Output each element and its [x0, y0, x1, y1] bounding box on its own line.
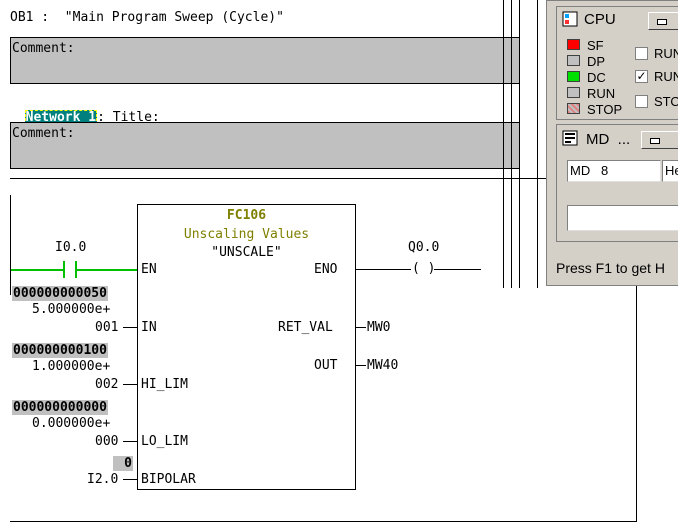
md-minimize-button[interactable] [641, 131, 678, 149]
contact-left-bar[interactable] [63, 261, 65, 278]
md-window-titlebar[interactable]: MD ... [557, 125, 678, 151]
network-comment-label: Comment: [12, 126, 75, 141]
mode-check-run-p-label: RUN [654, 46, 678, 61]
network-comment-box[interactable]: Comment: [10, 122, 520, 169]
minimize-icon [657, 19, 667, 25]
pin-en: EN [141, 262, 157, 277]
cpu-minimize-button[interactable] [648, 12, 678, 30]
wire-ret-val [356, 327, 366, 328]
splitter-line-2 [511, 0, 512, 288]
contact-right-bar[interactable] [75, 261, 77, 278]
function-block-number: FC106 [226, 208, 267, 223]
wire-lo-lim [123, 441, 137, 442]
minimize-icon [650, 138, 660, 144]
pin-eno: ENO [314, 262, 338, 277]
ladder-frame-top [10, 178, 637, 179]
led-run-label: RUN [587, 86, 616, 101]
coil-q0-0[interactable]: ( ) [412, 261, 436, 276]
mode-check-run-p[interactable] [635, 47, 648, 60]
function-block-fc106[interactable] [137, 204, 356, 490]
pin-bipolar: BIPOLAR [141, 472, 196, 487]
network-label[interactable]: Network 1 [24, 110, 98, 125]
mode-check-stop-label: STO [654, 94, 678, 109]
mode-check-run-label: RUN [654, 69, 678, 84]
led-dc [567, 71, 580, 82]
led-dp [567, 55, 580, 66]
operand-out[interactable]: MW40 [367, 358, 399, 373]
led-dp-label: DP [587, 54, 606, 69]
rung-energized-left [11, 269, 63, 271]
led-stop [567, 103, 580, 114]
ladder-frame-right [636, 178, 637, 522]
md-window-icon [562, 130, 578, 146]
md-format-field[interactable]: He [662, 160, 678, 182]
led-dc-label: DC [587, 70, 606, 85]
splitter-line-4 [537, 0, 538, 288]
wire-bipolar [123, 479, 137, 480]
network-title-label: : Title: [97, 110, 160, 125]
operand-lo-lim[interactable]: 000 [95, 434, 119, 449]
pin-out: OUT [314, 358, 338, 373]
operand-bipolar[interactable]: I2.0 [87, 472, 119, 487]
status-value-lo-lim: 000000000000 [12, 400, 108, 415]
wire-hi-lim [123, 384, 137, 385]
operand-hi-lim[interactable]: 002 [95, 377, 119, 392]
pin-hi-lim: HI_LIM [141, 377, 188, 392]
splitter-line-1 [503, 0, 504, 288]
status-value-hi-lim: 000000000100 [12, 343, 108, 358]
status-bar-text: Press F1 to get H [556, 260, 665, 276]
status-float-hi-lim: 1.000000e+ [32, 359, 111, 374]
md-value-field[interactable] [567, 205, 678, 231]
operand-ret-val[interactable]: MW0 [367, 320, 391, 335]
led-sf-label: SF [587, 38, 604, 53]
block-comment-box[interactable]: Comment: [10, 37, 520, 84]
mode-check-stop[interactable] [635, 95, 648, 108]
md-window[interactable]: MD ... MD 8 He [556, 124, 678, 242]
status-value-in: 000000000050 [12, 286, 108, 301]
function-block-description: Unscaling Values [183, 227, 310, 242]
wire-coil-right [434, 269, 481, 270]
block-header: OB1 : "Main Program Sweep (Cycle)" [10, 10, 284, 25]
status-value-bipolar: 0 [113, 456, 133, 471]
cpu-window-title: CPU [584, 11, 616, 28]
cpu-window[interactable]: CPU SF DP DC RUN STOP RUN ✓ RUN STO [556, 6, 678, 120]
pin-in: IN [141, 320, 157, 335]
operand-in[interactable]: 001 [95, 320, 119, 335]
cpu-window-icon [562, 11, 578, 27]
pin-ret-val: RET_VAL [278, 320, 333, 335]
md-window-title: MD ... [586, 131, 631, 148]
mode-check-run[interactable]: ✓ [635, 70, 648, 83]
md-address-field[interactable]: MD 8 [567, 160, 661, 182]
led-stop-label: STOP [587, 102, 623, 117]
splitter-line-3 [519, 0, 520, 288]
wire-eno-coil [356, 269, 411, 270]
rung-energized-right [77, 269, 137, 271]
network-title-row[interactable]: Network 1: Title: [9, 95, 160, 125]
contact-address: I0.0 [55, 240, 87, 255]
led-run [567, 87, 580, 98]
check-icon: ✓ [636, 69, 647, 83]
wire-in [123, 327, 137, 328]
block-comment-label: Comment: [12, 41, 75, 56]
left-power-rail [10, 195, 11, 295]
status-float-lo-lim: 0.000000e+ [32, 416, 111, 431]
led-sf [567, 39, 580, 50]
status-float-in: 5.000000e+ [32, 302, 111, 317]
ladder-frame-bottom [10, 521, 637, 522]
function-block-symbol: "UNSCALE" [211, 245, 282, 260]
wire-out [356, 365, 366, 366]
pin-lo-lim: LO_LIM [141, 434, 188, 449]
coil-address: Q0.0 [408, 240, 440, 255]
cpu-window-titlebar[interactable]: CPU [557, 7, 678, 31]
